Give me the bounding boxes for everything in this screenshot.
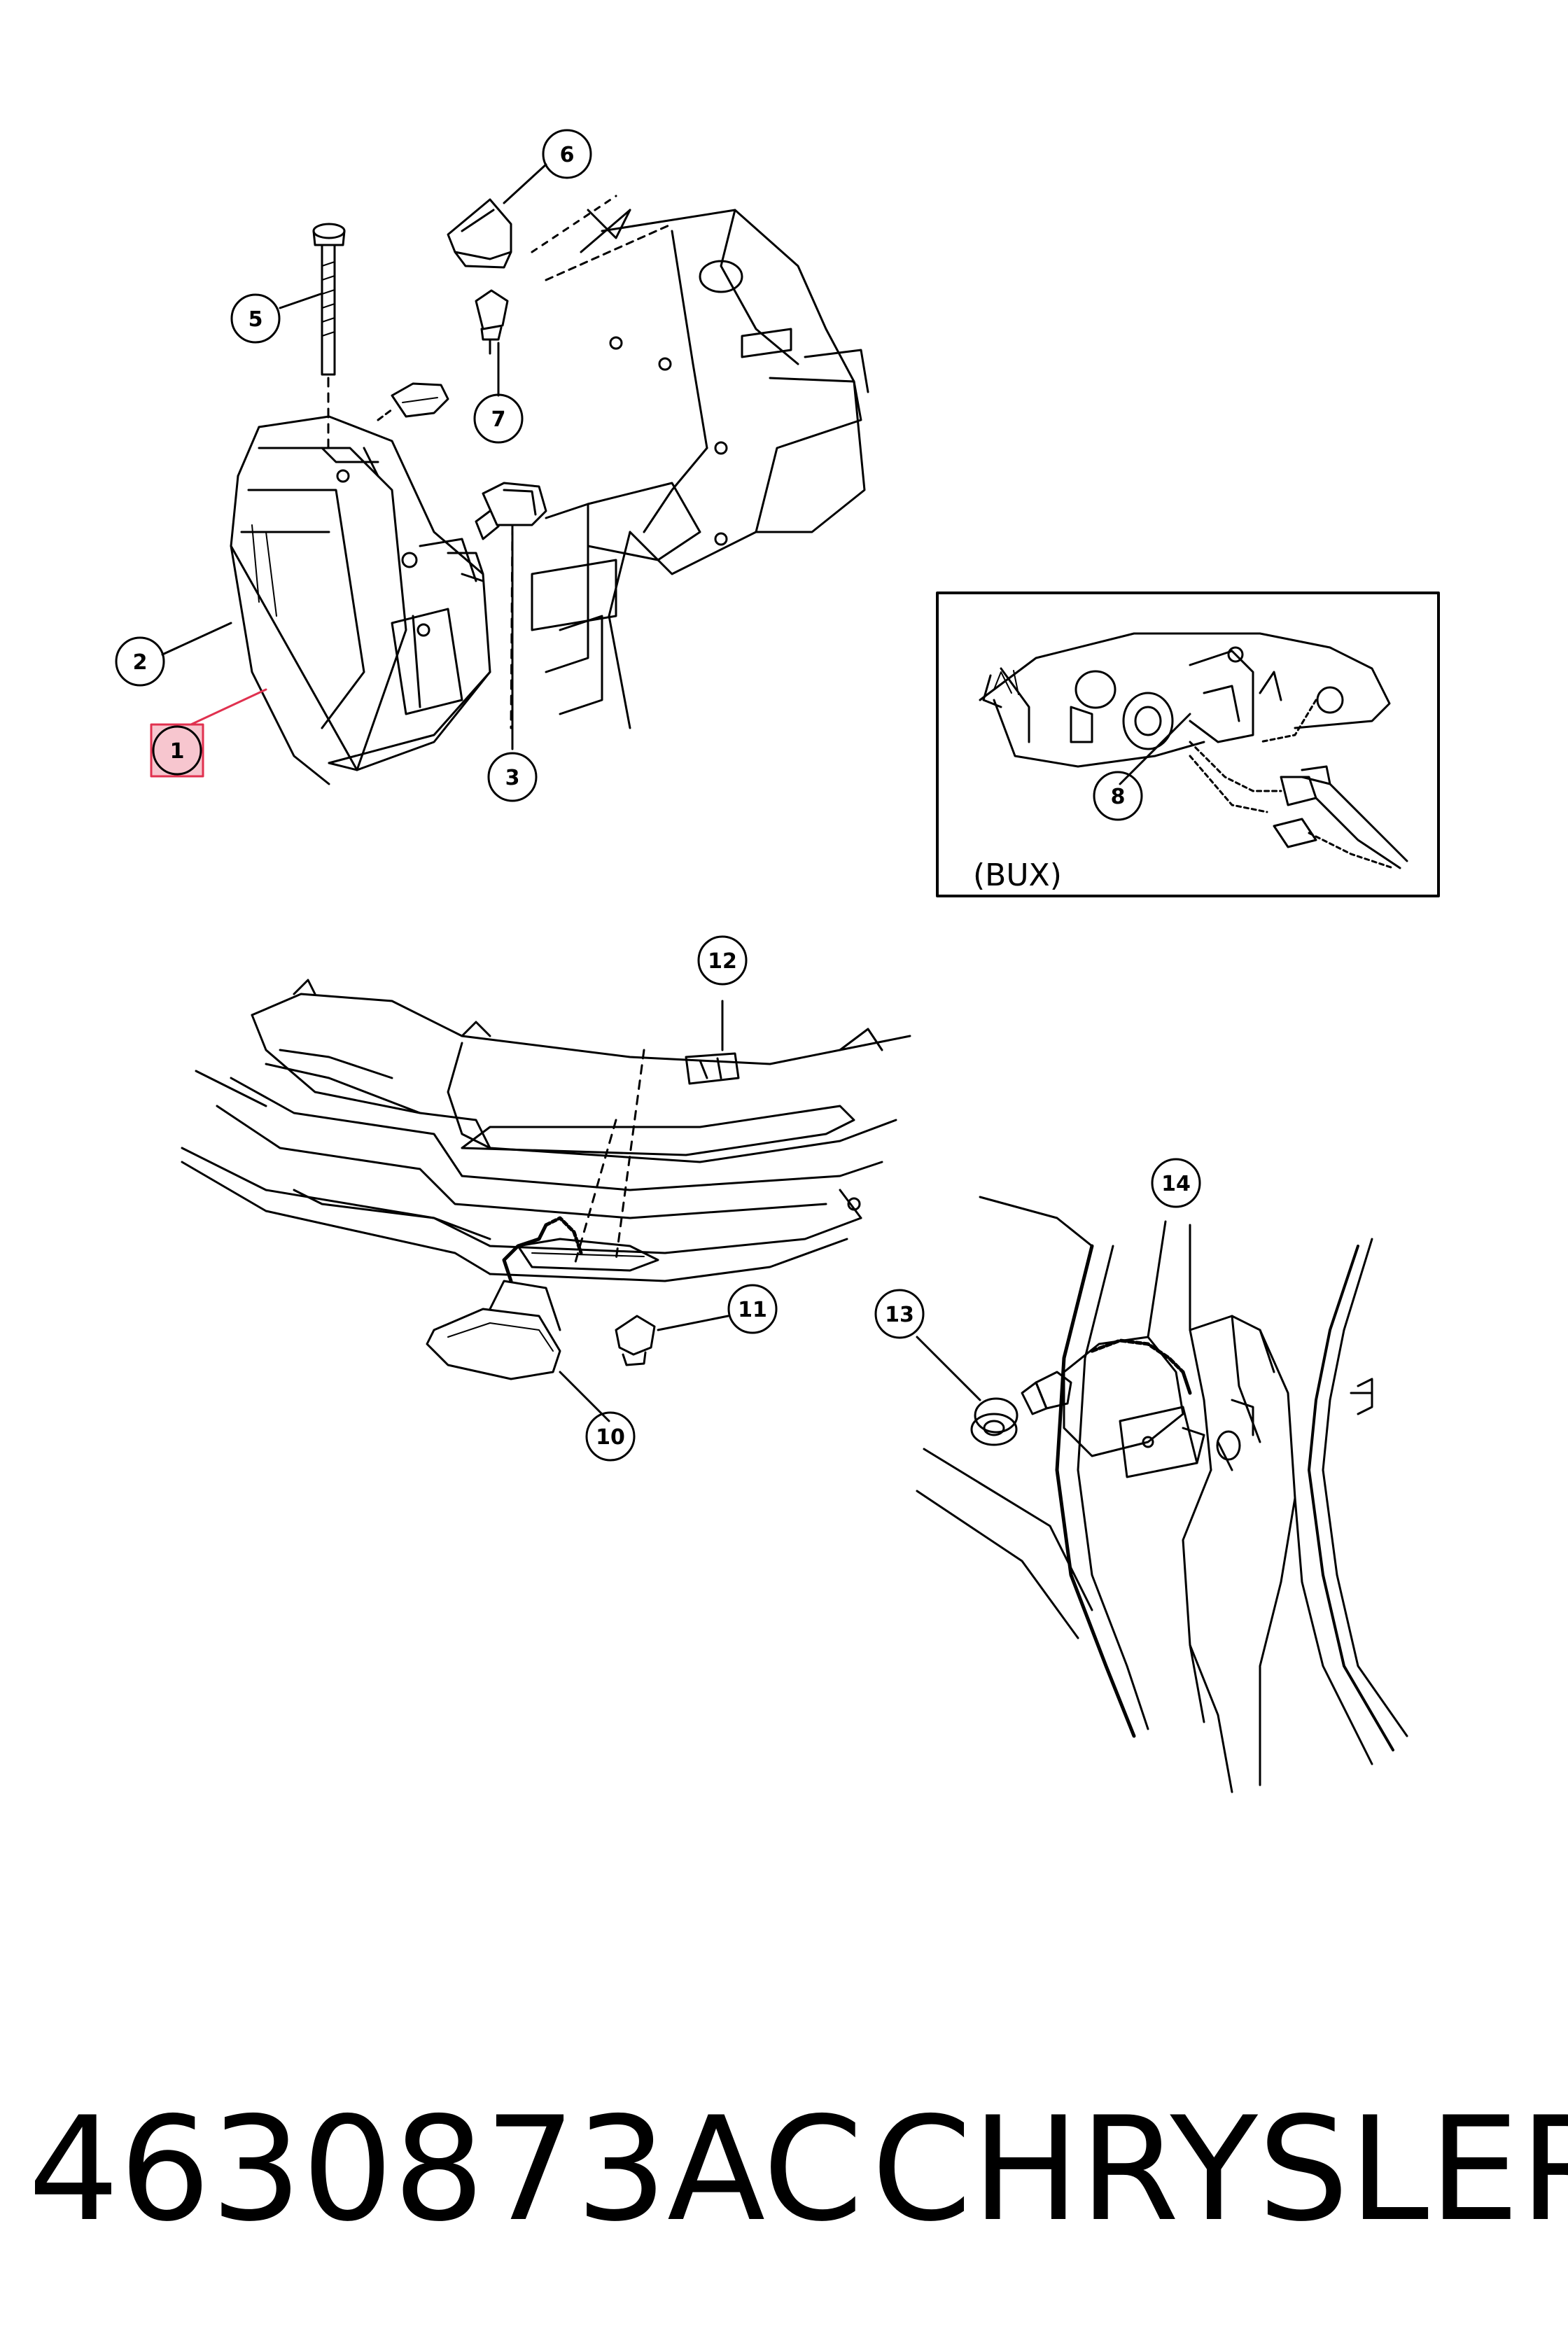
bux-inset: (BUX): [936, 592, 1440, 897]
lamp-socket: [1021, 1371, 1072, 1415]
clip-part-6: [447, 198, 512, 269]
svg-text:6: 6: [560, 143, 575, 167]
leader-line-11: [657, 1315, 729, 1331]
parts-diagram: (BUX): [115, 129, 1440, 1793]
bulb-part-7: [475, 289, 509, 355]
wheel-opening-assembly: [916, 1196, 1408, 1793]
part-number: 4630873AC: [28, 2087, 863, 2253]
fender-bracket: [531, 195, 869, 729]
callout-6[interactable]: 6: [542, 129, 592, 179]
socket-part-3: [475, 482, 547, 729]
callout-13[interactable]: 13: [874, 1289, 925, 1339]
headlamp-assembly: [161, 163, 869, 785]
front-fascia: [181, 979, 911, 1282]
callout-10[interactable]: 10: [585, 1411, 636, 1462]
leader-line-14: [1147, 1220, 1167, 1338]
fender-structure: [916, 1196, 1408, 1793]
callout-14[interactable]: 14: [1151, 1158, 1201, 1208]
svg-text:11: 11: [738, 1298, 767, 1322]
bux-headlamp-rear-view: [979, 632, 1408, 869]
svg-text:5: 5: [248, 307, 263, 332]
svg-text:1: 1: [170, 739, 185, 764]
grommet-part-13: [970, 1397, 1018, 1446]
part-caption: 4630873AC CHRYSLER: [28, 2087, 1568, 2253]
bulb-part-11: [615, 1315, 656, 1366]
svg-text:10: 10: [596, 1425, 625, 1450]
callout-7[interactable]: 7: [473, 393, 524, 444]
screw-part-5: [312, 223, 346, 449]
svg-text:8: 8: [1111, 785, 1126, 809]
leader-line-6: [503, 163, 547, 204]
side-marker-lamp-part-10: [426, 1216, 583, 1380]
brand-name: CHRYSLER: [872, 2087, 1568, 2253]
svg-text:7: 7: [491, 407, 506, 432]
callout-5[interactable]: 5: [230, 293, 281, 344]
wedge-bulb: [377, 382, 449, 421]
leader-line-8: [1119, 713, 1191, 785]
headlamp-housing: [230, 415, 491, 785]
bux-label: (BUX): [973, 858, 1062, 893]
leader-line-13: [916, 1336, 981, 1401]
svg-text:14: 14: [1161, 1172, 1191, 1196]
callout-12[interactable]: 12: [697, 935, 748, 986]
svg-text:13: 13: [885, 1303, 914, 1327]
callout-2[interactable]: 2: [115, 636, 165, 687]
leader-line-5: [279, 293, 322, 309]
clip-part-12: [685, 1052, 740, 1085]
svg-text:2: 2: [133, 650, 148, 675]
lamp-bracket-part-14: [1063, 1336, 1241, 1478]
callout-8[interactable]: 8: [1093, 771, 1143, 821]
callout-3[interactable]: 3: [487, 752, 538, 802]
leader-line-1: [182, 688, 267, 729]
leader-line-2: [161, 622, 232, 656]
leader-line-10: [559, 1371, 610, 1422]
callout-11[interactable]: 11: [727, 1284, 778, 1334]
svg-text:3: 3: [505, 766, 520, 790]
callout-1[interactable]: 1: [150, 723, 204, 778]
svg-text:12: 12: [708, 949, 737, 974]
front-fascia-assembly: [181, 979, 911, 1422]
